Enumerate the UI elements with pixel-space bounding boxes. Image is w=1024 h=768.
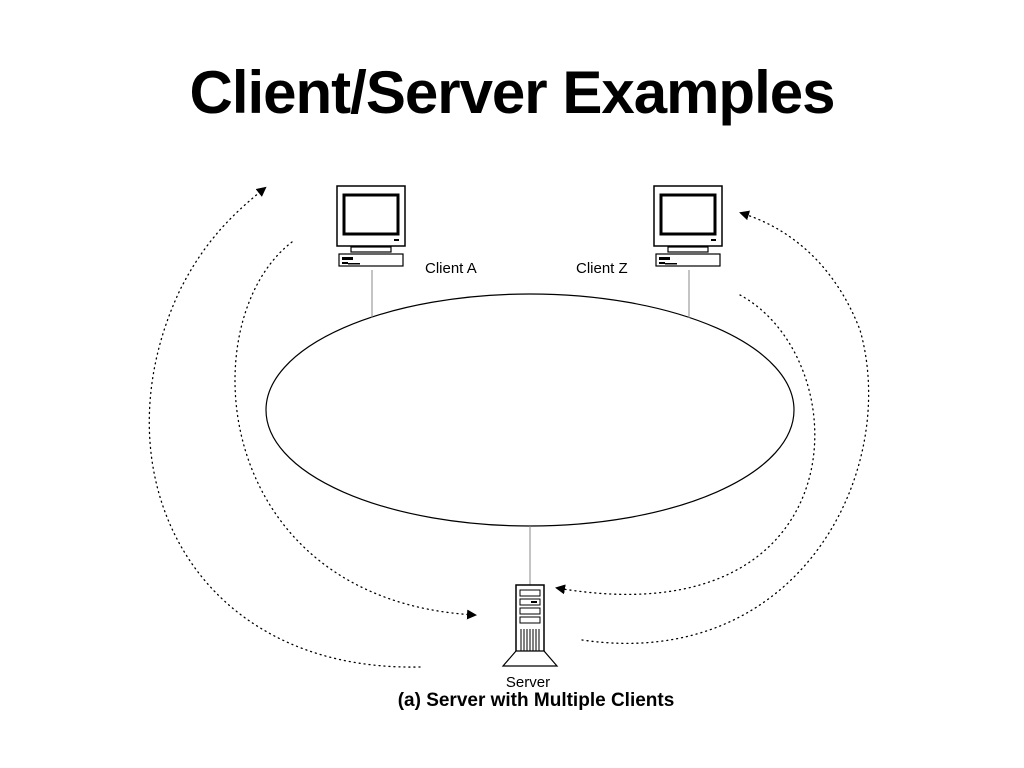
client-z-label: Client Z — [576, 260, 628, 277]
server-label: Server — [506, 674, 550, 691]
arc-server-to-client-a — [148, 186, 421, 668]
client-a-computer-icon — [336, 185, 406, 267]
arc-client-z-to-server — [555, 294, 816, 595]
server-tower-icon — [501, 584, 559, 667]
slide-title: Client/Server Examples — [189, 59, 835, 126]
arc-client-a-to-server — [234, 241, 477, 620]
client-a-label: Client A — [425, 260, 477, 277]
diagram-caption: (a) Server with Multiple Clients — [398, 690, 675, 711]
network-ellipse — [265, 293, 795, 527]
client-z-computer-icon — [653, 185, 723, 267]
arc-server-to-client-z — [581, 210, 870, 644]
